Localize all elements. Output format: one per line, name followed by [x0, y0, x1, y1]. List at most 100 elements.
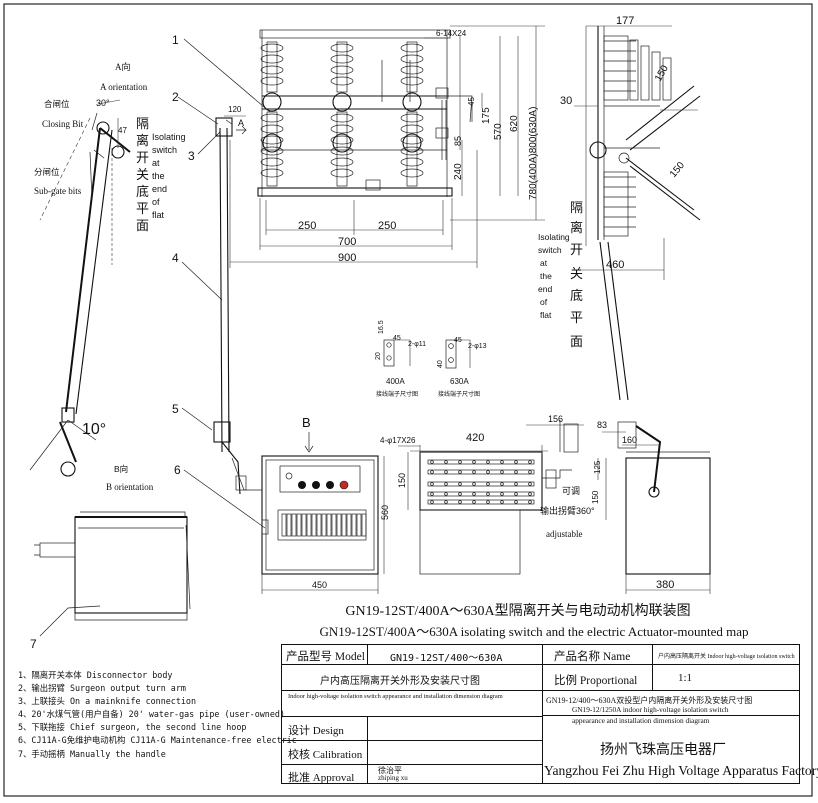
isolator-front-view [257, 29, 473, 197]
svg-text:45: 45 [467, 97, 476, 106]
legend-item: 6、CJ11A-G免维护电动机构 CJ11A-G Maintenance-fre… [18, 735, 297, 746]
svg-text:175: 175 [481, 107, 492, 124]
svg-text:Closing Bit: Closing Bit [42, 119, 84, 129]
svg-text:flat: flat [540, 310, 552, 320]
calibration-label: 校核 Calibration [288, 749, 363, 761]
svg-text:面: 面 [570, 334, 583, 349]
svg-text:150: 150 [668, 160, 687, 180]
svg-text:可调: 可调 [562, 486, 580, 496]
svg-text:125: 125 [593, 460, 602, 474]
isolator-dimensions: 6-14X24 250 250 700 900 45 175 570 620 2… [229, 25, 545, 268]
svg-text:合闸位: 合闸位 [44, 99, 70, 109]
desc-en: Indoor high-voltage isolation switch app… [288, 693, 503, 700]
svg-text:156: 156 [548, 414, 563, 424]
svg-text:B向: B向 [114, 464, 128, 474]
svg-text:A向: A向 [115, 61, 131, 72]
legend-item: 7、手动摇柄 Manually the handle [18, 748, 166, 759]
svg-text:底: 底 [570, 288, 583, 303]
svg-text:switch: switch [152, 145, 177, 155]
svg-text:开: 开 [136, 150, 149, 165]
svg-text:7: 7 [30, 637, 37, 651]
name-value: 户内高压隔离开关 Indoor high-voltage isolation s… [658, 654, 795, 660]
svg-text:平: 平 [136, 201, 149, 216]
svg-text:83: 83 [597, 420, 607, 430]
terminal-630a: 40 45 2-φ13 630A 接线端子尺寸图 [437, 337, 487, 398]
flat-label-left-cn: 隔 离 开 关 底 平 面 [136, 116, 149, 233]
svg-text:240: 240 [453, 163, 464, 180]
svg-text:switch: switch [538, 245, 562, 255]
callout-leaders [39, 38, 271, 637]
isolating-note-right: Isolating switch at the end of flat [538, 232, 570, 320]
svg-text:6-14X24: 6-14X24 [436, 29, 467, 38]
svg-text:560: 560 [380, 505, 390, 520]
svg-text:45: 45 [454, 337, 462, 344]
terminal-400a: 16.5 20 45 2-φ11 400A 接线端子尺寸图 [375, 320, 426, 398]
svg-text:400A: 400A [386, 377, 405, 386]
svg-text:45: 45 [393, 335, 401, 342]
svg-text:570: 570 [493, 123, 504, 140]
approver-en: zhiping xu [378, 774, 408, 782]
svg-text:780(400A)800(630A): 780(400A)800(630A) [528, 107, 539, 200]
parts-legend: 1、隔离开关本体 Disconnector body 2、输出拐臂 Surgeo… [18, 669, 297, 761]
svg-text:16.5: 16.5 [378, 320, 385, 334]
svg-text:85: 85 [453, 136, 463, 146]
model-label: 产品型号 Model [286, 651, 365, 663]
svg-text:B: B [302, 415, 311, 430]
svg-text:150: 150 [397, 473, 407, 488]
svg-text:the: the [152, 171, 165, 181]
legend-item: 1、隔离开关本体 Disconnector body [18, 670, 173, 680]
svg-text:5: 5 [172, 402, 179, 416]
svg-text:6: 6 [174, 463, 181, 477]
svg-text:460: 460 [606, 259, 624, 271]
svg-text:接线端子尺寸图: 接线端子尺寸图 [376, 390, 418, 398]
svg-text:adjustable: adjustable [546, 529, 583, 539]
isolating-note-left: Isolating switch at the end of flat [152, 132, 186, 220]
svg-text:输出拐臂360°: 输出拐臂360° [540, 505, 595, 516]
svg-text:630A: 630A [450, 377, 469, 386]
svg-text:20: 20 [375, 352, 382, 360]
svg-text:A: A [238, 118, 244, 128]
svg-text:面: 面 [136, 218, 149, 233]
isolator-side-view: 177 150 150 30 460 [560, 15, 701, 401]
svg-text:end: end [152, 184, 167, 194]
flat-label-right-cn: 隔 离 开 关 底 平 面 [570, 200, 583, 349]
scale-value: 1:1 [678, 672, 693, 684]
water-gas-pipe: 120 A [213, 105, 247, 495]
name-label: 产品名称 Name [554, 651, 631, 663]
svg-text:隔: 隔 [570, 200, 583, 215]
svg-text:B orientation: B orientation [106, 482, 154, 492]
right-actuator-box: 83 160 125 150 380 [591, 420, 711, 594]
callout-numbers: 1 2 3 4 5 6 7 [30, 33, 195, 651]
svg-text:of: of [540, 297, 548, 307]
svg-text:380: 380 [656, 579, 674, 591]
svg-text:30°: 30° [96, 98, 110, 108]
desc-cn: 户内高压隔离开关外形及安装尺寸图 [320, 676, 480, 687]
svg-text:30: 30 [560, 95, 572, 107]
svg-text:关: 关 [136, 167, 149, 182]
svg-text:隔: 隔 [136, 116, 149, 131]
svg-text:the: the [540, 271, 552, 281]
main-title-cn: GN19-12ST/400A～630A型隔离开关与电动动机构联装图 [345, 602, 690, 619]
svg-text:700: 700 [338, 236, 356, 248]
svg-text:Sub-gate bits: Sub-gate bits [34, 186, 82, 196]
svg-text:4: 4 [172, 251, 179, 265]
svg-text:接线端子尺寸图: 接线端子尺寸图 [438, 390, 480, 398]
svg-text:离: 离 [136, 133, 149, 148]
svg-text:250: 250 [298, 220, 316, 232]
svg-text:900: 900 [338, 252, 356, 264]
manual-handle-box [34, 511, 191, 621]
svg-text:450: 450 [312, 580, 327, 590]
svg-text:177: 177 [616, 15, 634, 27]
svg-text:Isolating: Isolating [538, 232, 570, 242]
svg-text:1: 1 [172, 33, 179, 47]
svg-text:2-φ11: 2-φ11 [408, 341, 426, 348]
svg-text:420: 420 [466, 432, 484, 444]
right-desc-2: GN19-12/1250A indoor high-voltage isolat… [572, 705, 729, 714]
approver-cn: 徐治平 [378, 766, 402, 775]
svg-text:开: 开 [570, 242, 583, 257]
actuator-cabinet: 450 560 [231, 455, 390, 594]
svg-text:10°: 10° [82, 421, 106, 438]
svg-text:Isolating: Isolating [152, 132, 186, 142]
b-arrow [304, 432, 314, 453]
